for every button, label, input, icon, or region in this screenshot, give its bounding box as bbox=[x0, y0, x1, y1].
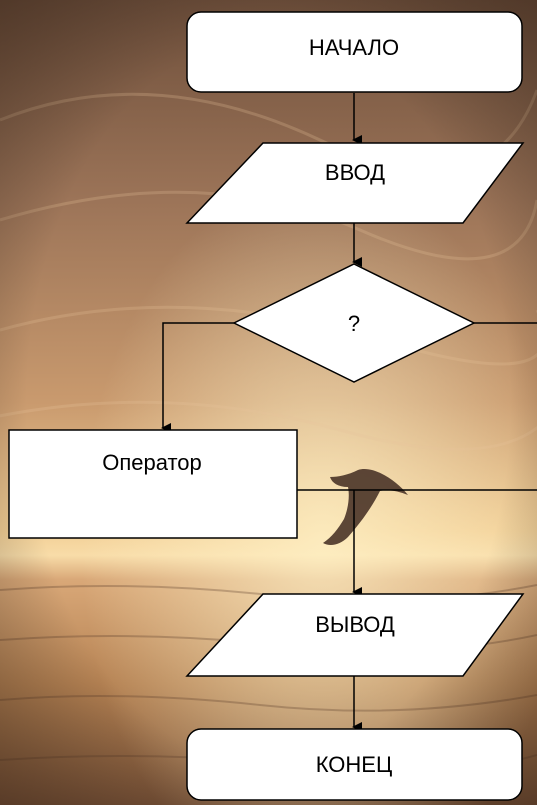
decision-block: ? bbox=[232, 263, 476, 383]
operator-block: Оператор bbox=[8, 429, 298, 539]
end-label: КОНЕЦ bbox=[316, 752, 393, 777]
output-label: ВЫВОД bbox=[315, 612, 395, 637]
connector-decision-operator bbox=[161, 322, 234, 433]
end-terminator: КОНЕЦ bbox=[186, 728, 523, 801]
start-label: НАЧАЛО bbox=[309, 35, 399, 60]
input-block: ВВОД bbox=[185, 142, 525, 224]
decision-label: ? bbox=[348, 311, 360, 336]
start-terminator: НАЧАЛО bbox=[186, 11, 523, 93]
output-block: ВЫВОД bbox=[185, 593, 525, 677]
operator-label: Оператор bbox=[102, 450, 202, 475]
input-label: ВВОД bbox=[325, 160, 385, 185]
